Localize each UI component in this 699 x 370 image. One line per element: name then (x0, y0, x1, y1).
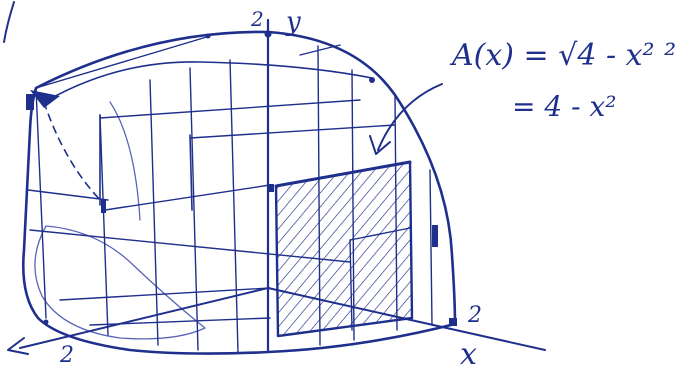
pointer-arrowhead (369, 135, 391, 155)
y-axis-label: y (285, 7, 301, 37)
cross-section-square (274, 160, 414, 338)
x-axis-label: x (460, 337, 477, 370)
emphasis-marks (26, 30, 457, 326)
cross-section-inner-v (349, 239, 353, 331)
corner-stroke (3, 1, 15, 43)
cross-section-inner-edge (349, 227, 411, 241)
back-plane (99, 114, 193, 211)
inner-top-curve (47, 61, 373, 101)
z-tick-label: 2 (59, 343, 74, 368)
area-formula-line-2: = 4 - x² (512, 90, 617, 123)
z-axis (19, 287, 269, 349)
hidden-curve (43, 101, 106, 206)
left-inner-arc (109, 101, 141, 221)
solid-outline (22, 30, 457, 355)
y-tick-label: 2 (250, 7, 264, 31)
front-ellipse (34, 225, 206, 340)
z-axis-arrow (7, 337, 29, 355)
pointer-arrow (377, 83, 443, 151)
area-formula-line-1: A(x) = √4 - x² ² (452, 38, 677, 73)
x-tick-label: 2 (467, 303, 482, 328)
cross-section-top (274, 160, 412, 188)
